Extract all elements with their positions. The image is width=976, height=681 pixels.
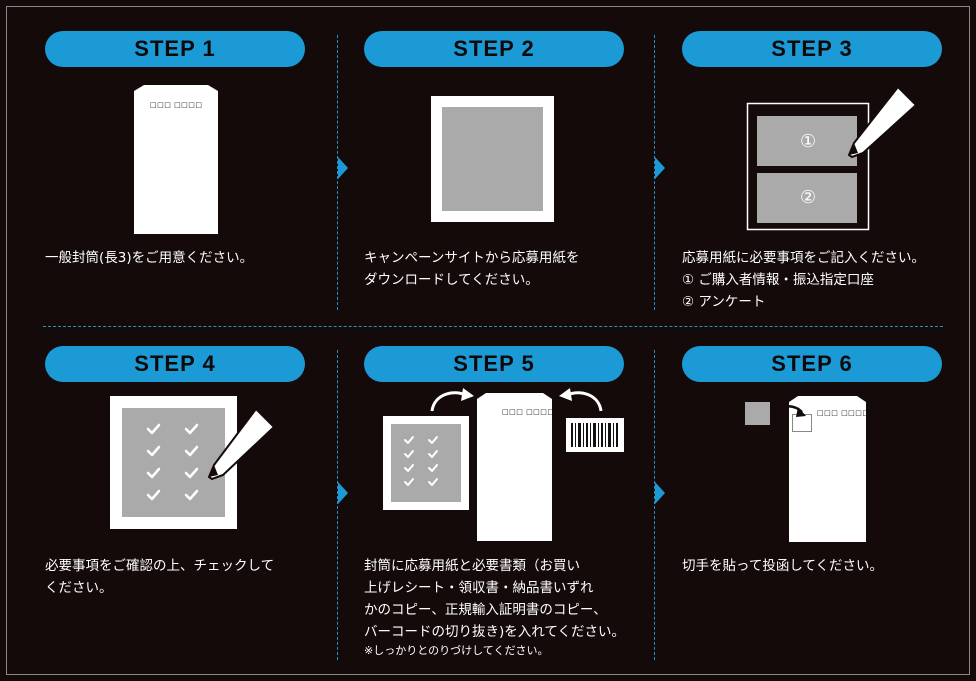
step4-text-line: 必要事項をご確認の上、チェックして — [45, 558, 275, 574]
step5-text-line: 封筒に応募用紙と必要書類（お買い — [364, 558, 580, 574]
envelope-icon — [477, 393, 552, 541]
next-arrow-icon — [338, 157, 348, 179]
step4-label: STEP 4 — [45, 346, 305, 382]
step3-label: STEP 3 — [682, 31, 942, 67]
envelope-icon — [789, 396, 866, 542]
step1-text-line: 一般封筒(長3)をご用意ください。 — [45, 250, 254, 266]
step5-text-line: 上げレシート・領収書・納品書いずれ — [364, 580, 594, 596]
step5-text-line: かのコピー、正規輸入証明書のコピー、 — [364, 602, 607, 618]
step3-text-line: 応募用紙に必要事項をご記入ください。 — [682, 250, 925, 266]
step3-description: 応募用紙に必要事項をご記入ください。 ① ご購入者情報・振込指定口座 ② アンケ… — [682, 247, 925, 313]
curved-arrow-icon — [559, 388, 603, 412]
pen-icon — [207, 407, 276, 481]
envelope-postal-code: □□□ □□□□ — [502, 408, 555, 416]
pen-icon — [847, 85, 918, 159]
step6-text-line: 切手を貼って投函してください。 — [682, 558, 884, 574]
step3-text-line: ② アンケート — [682, 294, 766, 310]
divider-horizontal — [43, 326, 943, 327]
divider-vertical — [654, 350, 655, 660]
outer-frame — [6, 6, 970, 675]
step2-label: STEP 2 — [364, 31, 624, 67]
next-arrow-icon — [655, 482, 665, 504]
curved-arrow-icon — [430, 388, 474, 412]
step6-label: STEP 6 — [682, 346, 942, 382]
divider-vertical — [337, 350, 338, 660]
envelope-postal-code: □□□ □□□□ — [817, 409, 870, 417]
envelope-icon — [134, 85, 218, 234]
curved-arrow-icon — [771, 405, 806, 417]
step6-description: 切手を貼って投函してください。 — [682, 555, 883, 577]
form-marker-2: ② — [800, 187, 817, 208]
step2-description: キャンペーンサイトから応募用紙を ダウンロードしてください。 — [364, 247, 579, 291]
divider-vertical — [654, 35, 655, 310]
step1-label: STEP 1 — [45, 31, 305, 67]
stamp-icon — [745, 402, 770, 425]
step5-description: 封筒に応募用紙と必要書類（お買い 上げレシート・領収書・納品書いずれ かのコピー… — [364, 555, 625, 659]
step4-text-line: ください。 — [45, 580, 113, 596]
step2-text-line: キャンペーンサイトから応募用紙を — [364, 250, 580, 266]
divider-vertical — [337, 35, 338, 310]
form-marker-1: ① — [800, 131, 817, 152]
step5-label: STEP 5 — [364, 346, 624, 382]
barcode-icon — [566, 418, 624, 452]
step5-text-line: バーコードの切り抜き)を入れてください。 — [364, 624, 625, 640]
envelope-postal-code: □□□ □□□□ — [150, 101, 203, 109]
next-arrow-icon — [338, 482, 348, 504]
form-icon — [431, 96, 554, 222]
next-arrow-icon — [655, 157, 665, 179]
step4-description: 必要事項をご確認の上、チェックして ください。 — [45, 555, 274, 599]
step2-text-line: ダウンロードしてください。 — [364, 272, 539, 288]
form-sections-icon — [746, 102, 870, 231]
step5-note: ※しっかりとのりづけしてください。 — [364, 644, 549, 657]
small-form-icon — [383, 416, 469, 510]
step1-description: 一般封筒(長3)をご用意ください。 — [45, 247, 253, 269]
step3-text-line: ① ご購入者情報・振込指定口座 — [682, 272, 874, 288]
